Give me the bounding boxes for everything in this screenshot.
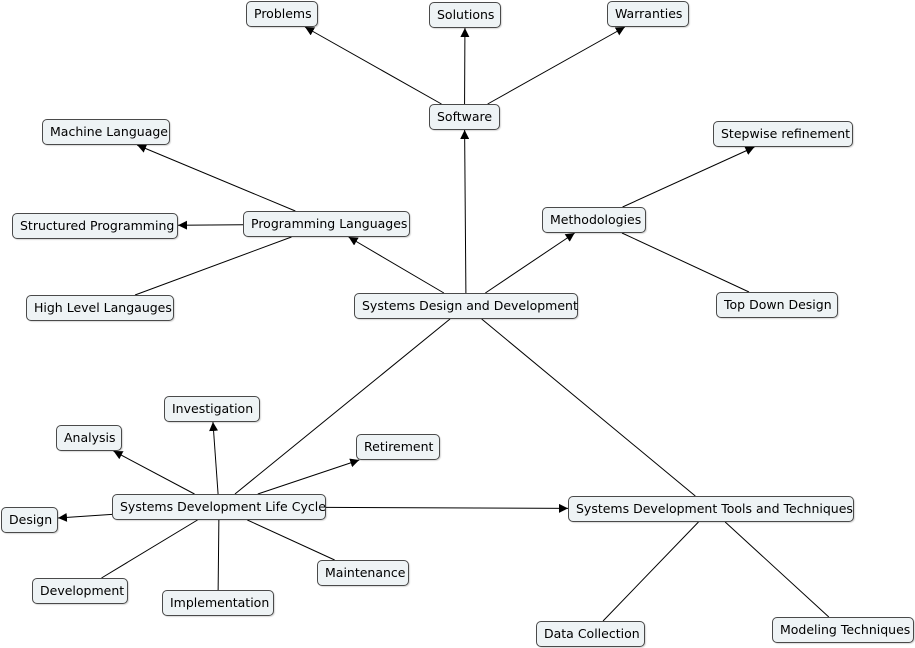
edge-sd_tools-to-data_collection — [602, 521, 699, 622]
edge-programming_languages-to-structured_programming — [177, 220, 244, 230]
node-systems-development-tools-and-techniques[interactable]: Systems Development Tools and Techniques — [568, 496, 854, 522]
edge-sd_tools-to-modeling_techniques — [724, 521, 830, 618]
edge-systems_design_development-to-programming_languages — [348, 236, 445, 294]
edge-sdlc-to-implementation — [217, 519, 220, 591]
edge-software-to-warranties — [487, 26, 626, 105]
node-software[interactable]: Software — [429, 104, 500, 130]
node-methodologies[interactable]: Methodologies — [542, 207, 646, 233]
edge-methodologies-to-top_down_design — [621, 232, 750, 293]
edge-sdlc-to-analysis — [113, 450, 195, 495]
edge-systems_design_development-to-methodologies — [485, 232, 575, 294]
edge-programming_languages-to-high_level_languages — [134, 236, 292, 296]
node-design[interactable]: Design — [1, 507, 58, 533]
node-retirement[interactable]: Retirement — [356, 434, 440, 460]
edge-programming_languages-to-machine_language — [136, 144, 296, 212]
node-development[interactable]: Development — [32, 578, 128, 604]
node-machine-language[interactable]: Machine Language — [42, 119, 170, 145]
node-programming-languages[interactable]: Programming Languages — [243, 211, 410, 237]
node-maintenance[interactable]: Maintenance — [317, 560, 409, 586]
edge-systems_design_development-to-software — [460, 129, 470, 294]
node-stepwise-refinement[interactable]: Stepwise refinement — [713, 121, 853, 147]
edge-sdlc-to-retirement — [257, 458, 360, 495]
edge-sdlc-to-investigation — [209, 421, 219, 495]
edge-sdlc-to-design — [57, 512, 113, 522]
node-modeling-techniques[interactable]: Modeling Techniques — [772, 617, 914, 643]
node-problems[interactable]: Problems — [246, 1, 318, 27]
edge-sdlc-to-maintenance — [247, 519, 335, 561]
node-analysis[interactable]: Analysis — [56, 425, 122, 451]
node-high-level-languages[interactable]: High Level Langauges — [26, 295, 174, 321]
node-warranties[interactable]: Warranties — [607, 1, 689, 27]
edge-systems_design_development-to-sd_tools — [481, 318, 696, 497]
node-systems-design-and-development[interactable]: Systems Design and Development — [354, 293, 578, 319]
edge-software-to-problems — [304, 26, 442, 105]
node-investigation[interactable]: Investigation — [164, 396, 260, 422]
edge-sdlc-to-sd_tools — [325, 503, 569, 513]
edge-sdlc-to-development — [101, 519, 198, 579]
node-structured-programming[interactable]: Structured Programming — [12, 213, 178, 239]
edge-systems_design_development-to-sdlc — [234, 318, 451, 495]
node-implementation[interactable]: Implementation — [162, 590, 274, 616]
node-top-down-design[interactable]: Top Down Design — [716, 292, 838, 318]
edge-methodologies-to-stepwise_refinement — [622, 146, 755, 208]
node-systems-development-life-cycle[interactable]: Systems Development Life Cycle — [112, 494, 326, 520]
node-data-collection[interactable]: Data Collection — [536, 621, 645, 647]
node-solutions[interactable]: Solutions — [429, 2, 501, 28]
